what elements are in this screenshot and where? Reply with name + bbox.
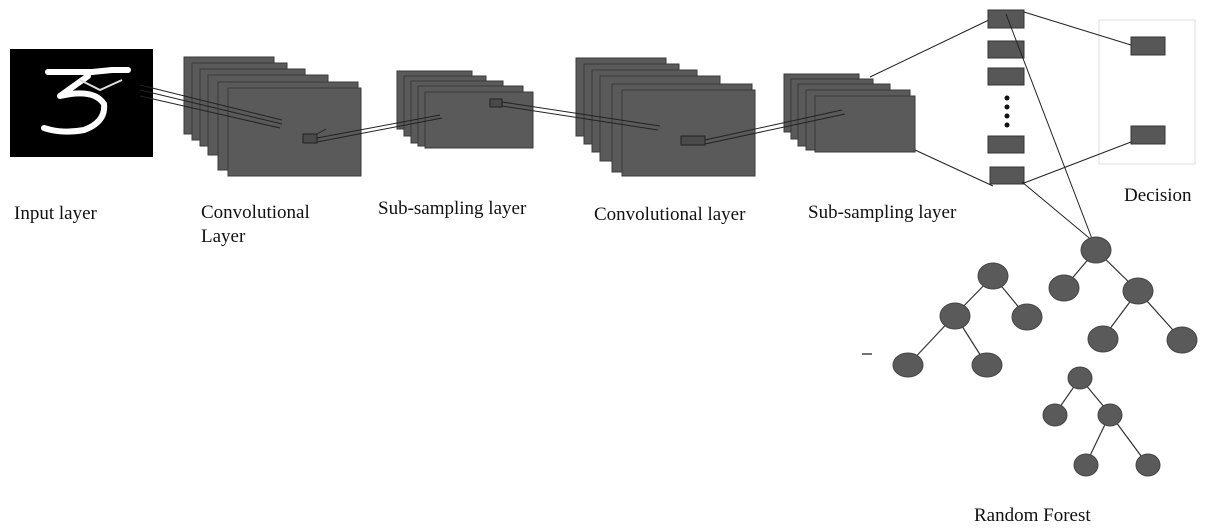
random-forest	[862, 236, 1198, 477]
receptive-field-2	[489, 98, 503, 108]
receptive-field-1	[302, 128, 327, 144]
subsample-layer-1-label: Sub-sampling layer	[378, 198, 527, 219]
conv-layer-1-label-line1: Convolutional	[201, 202, 310, 223]
subsample-layer-1-stack	[396, 70, 534, 149]
decision-label: Decision	[1124, 185, 1192, 206]
tree-1	[892, 262, 1043, 378]
conv-layer-2-stack	[575, 57, 756, 177]
tree-2	[1048, 236, 1198, 354]
fc-to-forest-connections	[1005, 13, 1095, 245]
subsample-layer-2-label: Sub-sampling layer	[808, 202, 957, 223]
subsample-layer-2-stack	[783, 73, 916, 153]
input-image	[10, 49, 153, 157]
stage-connections	[139, 17, 994, 187]
conv-layer-1-stack	[183, 56, 362, 177]
input-layer-label: Input layer	[14, 203, 97, 224]
random-forest-label: Random Forest	[974, 505, 1091, 526]
fully-connected-layer	[987, 9, 1025, 185]
decision-box	[1023, 11, 1196, 184]
conv-layer-2-label: Convolutional layer	[594, 204, 746, 225]
receptive-field-3	[680, 135, 706, 146]
tree-3	[1042, 366, 1161, 477]
conv-layer-1-label-line2: Layer	[201, 226, 246, 247]
